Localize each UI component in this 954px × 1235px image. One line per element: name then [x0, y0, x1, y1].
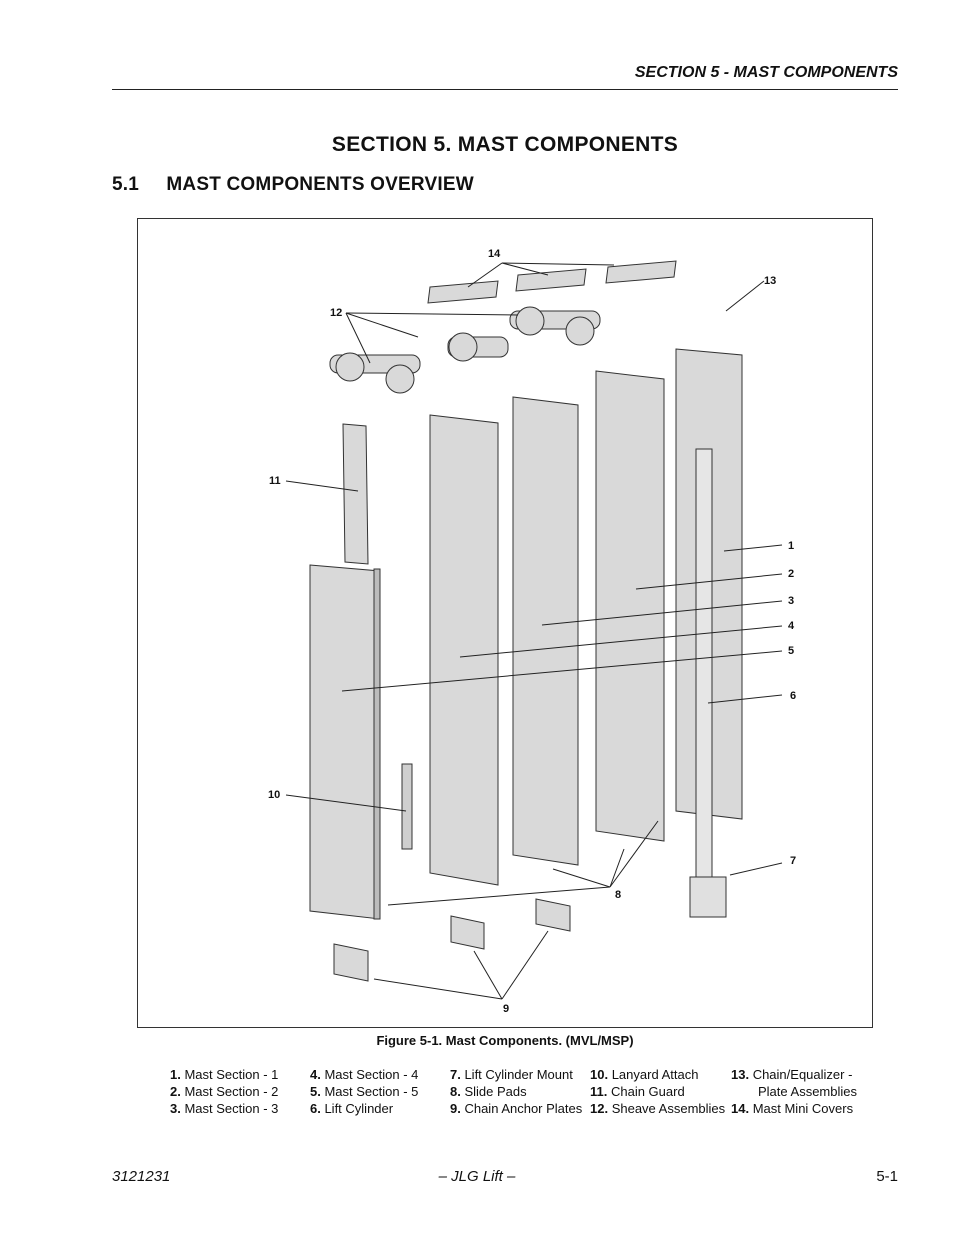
footer-page-number: 5-1	[876, 1168, 898, 1185]
legend-item: 4. Mast Section - 4	[310, 1067, 419, 1082]
callout-7: 7	[790, 855, 796, 867]
mast-mini-cover	[605, 260, 677, 284]
footer-doc-number: 3121231	[112, 1168, 171, 1185]
legend-item: 5. Mast Section - 5	[310, 1084, 419, 1099]
legend-item: 14. Mast Mini Covers	[731, 1101, 854, 1116]
legend-item: 9. Chain Anchor Plates	[450, 1101, 583, 1116]
sheave-assembly	[329, 352, 421, 394]
callout-12: 12	[330, 307, 342, 319]
legend-item: 1. Mast Section - 1	[170, 1067, 279, 1082]
lanyard-attach	[401, 763, 413, 850]
legend-item: 10. Lanyard Attach	[590, 1067, 699, 1082]
mast-section-5	[429, 414, 499, 886]
chain-guard	[342, 423, 369, 565]
legend-column-4: 10. Lanyard Attach 11. Chain Guard 12. S…	[590, 1066, 725, 1117]
legend-item: 2. Mast Section - 2	[170, 1084, 279, 1099]
section-title: SECTION 5. MAST COMPONENTS	[331, 133, 679, 156]
mast-mini-cover	[427, 280, 499, 304]
legend-column-2: 4. Mast Section - 4 5. Mast Section - 5 …	[310, 1066, 418, 1117]
header-rule	[112, 89, 898, 90]
legend-item: 7. Lift Cylinder Mount	[450, 1067, 573, 1082]
chain-anchor-plate	[450, 915, 485, 950]
legend-column-3: 7. Lift Cylinder Mount 8. Slide Pads 9. …	[450, 1066, 582, 1117]
footer-publisher: – JLG Lift –	[438, 1168, 516, 1185]
mast-section-4	[512, 396, 579, 866]
legend-item: 8. Slide Pads	[450, 1084, 527, 1099]
callout-2: 2	[788, 568, 794, 580]
callout-9: 9	[503, 1003, 509, 1015]
callout-1: 1	[788, 540, 794, 552]
chain-anchor-plate	[535, 898, 571, 932]
lift-cylinder-mount	[689, 876, 727, 918]
chain-anchor-plate	[333, 943, 369, 982]
legend-item-continuation: Plate Assemblies	[758, 1084, 857, 1099]
figure-caption: Figure 5-1. Mast Components. (MVL/MSP)	[376, 1033, 634, 1048]
legend-item: 3. Mast Section - 3	[170, 1101, 279, 1116]
legend-column-5: 13. Chain/Equalizer - Plate Assemblies 1…	[731, 1066, 857, 1117]
figure-mast-components: 1 2 3 4 5 6 7 8 9 10 11 12 13 14	[137, 218, 873, 1028]
subsection-title: 5.1 MAST COMPONENTS OVERVIEW	[112, 174, 474, 195]
running-header: SECTION 5 - MAST COMPONENTS	[634, 64, 898, 81]
legend-item: 12. Sheave Assemblies	[590, 1101, 726, 1116]
lift-cylinder	[695, 448, 713, 880]
exploded-mast-illustration: 1 2 3 4 5 6 7 8 9 10 11 12 13 14	[268, 248, 796, 1015]
callout-10: 10	[268, 789, 280, 801]
mast-mini-cover	[515, 268, 587, 292]
sheave-assembly	[509, 306, 601, 346]
callout-6: 6	[790, 690, 796, 702]
callout-13: 13	[764, 275, 776, 287]
callout-4: 4	[788, 620, 795, 632]
callout-5: 5	[788, 645, 794, 657]
legend-column-1: 1. Mast Section - 1 2. Mast Section - 2 …	[170, 1066, 278, 1117]
mast-section-3	[595, 370, 665, 842]
legend-item: 6. Lift Cylinder	[310, 1101, 394, 1116]
mast-section-1	[309, 564, 381, 920]
callout-14: 14	[488, 248, 501, 260]
callout-11: 11	[269, 475, 281, 487]
callout-8: 8	[615, 889, 621, 901]
sheave-assembly	[447, 332, 509, 362]
legend-item: 13. Chain/Equalizer -	[731, 1067, 853, 1082]
legend-item: 11. Chain Guard	[590, 1084, 685, 1099]
callout-3: 3	[788, 595, 794, 607]
